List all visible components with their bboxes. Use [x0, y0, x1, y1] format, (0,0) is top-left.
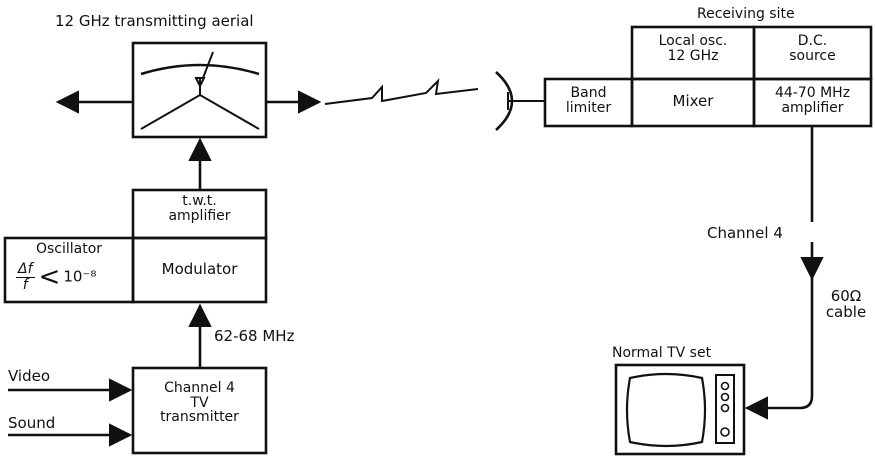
- tv-set-icon: [614, 363, 746, 456]
- dish-feed: [507, 92, 545, 110]
- cable-label: 60Ω cable: [825, 287, 867, 321]
- tv-transmitter-block: [131, 366, 268, 455]
- oscillator-label: Oscillator: [35, 241, 103, 257]
- tv-knob-1: [720, 381, 730, 391]
- dc-source-label: D.C. source: [789, 33, 836, 64]
- transmitting-aerial-box: [131, 41, 268, 139]
- modulator-label: Modulator: [161, 260, 238, 278]
- tv-transmitter-label: Channel 4 TV transmitter: [160, 380, 239, 426]
- aerial-reflector: [140, 63, 260, 76]
- video-label: Video: [8, 367, 51, 385]
- modulator-block: [131, 236, 268, 304]
- twt-amplifier-label: t.w.t. amplifier: [168, 193, 231, 224]
- mixer-label: Mixer: [672, 92, 714, 110]
- sound-label: Sound: [8, 414, 56, 432]
- aerial-title: 12 GHz transmitting aerial: [55, 12, 254, 30]
- tv-knob-2: [720, 392, 730, 402]
- tv-knob-4: [720, 427, 730, 437]
- channel-4-label: Channel 4: [707, 224, 783, 242]
- stability-formula: Δf f <10⁻⁸: [16, 261, 97, 293]
- if-amplifier-label: 44-70 MHz amplifier: [774, 85, 851, 116]
- cable-to-tv-arrow: [744, 278, 814, 420]
- radio-link-zigzag: [324, 78, 479, 105]
- if-band-label: 62-68 MHz: [214, 327, 295, 345]
- delta-f-over-f: Δf f: [16, 261, 35, 293]
- local-osc-label: Local osc. 12 GHz: [658, 33, 728, 64]
- tv-control-panel: [715, 374, 735, 444]
- band-limiter-label: Band limiter: [565, 85, 612, 116]
- tv-knob-3: [720, 403, 730, 413]
- aerial-feed-icon: [194, 51, 214, 89]
- tv-set-label: Normal TV set: [612, 345, 712, 361]
- receiving-site-label: Receiving site: [697, 6, 795, 22]
- tv-screen: [625, 372, 707, 448]
